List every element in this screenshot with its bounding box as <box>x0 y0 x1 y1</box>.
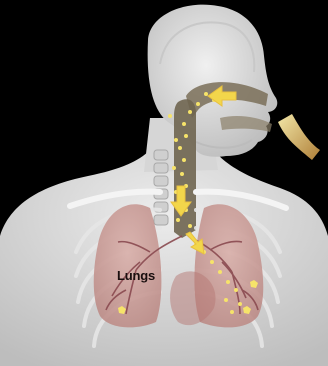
trachea <box>174 99 196 238</box>
lungs-label: Lungs <box>117 268 155 283</box>
